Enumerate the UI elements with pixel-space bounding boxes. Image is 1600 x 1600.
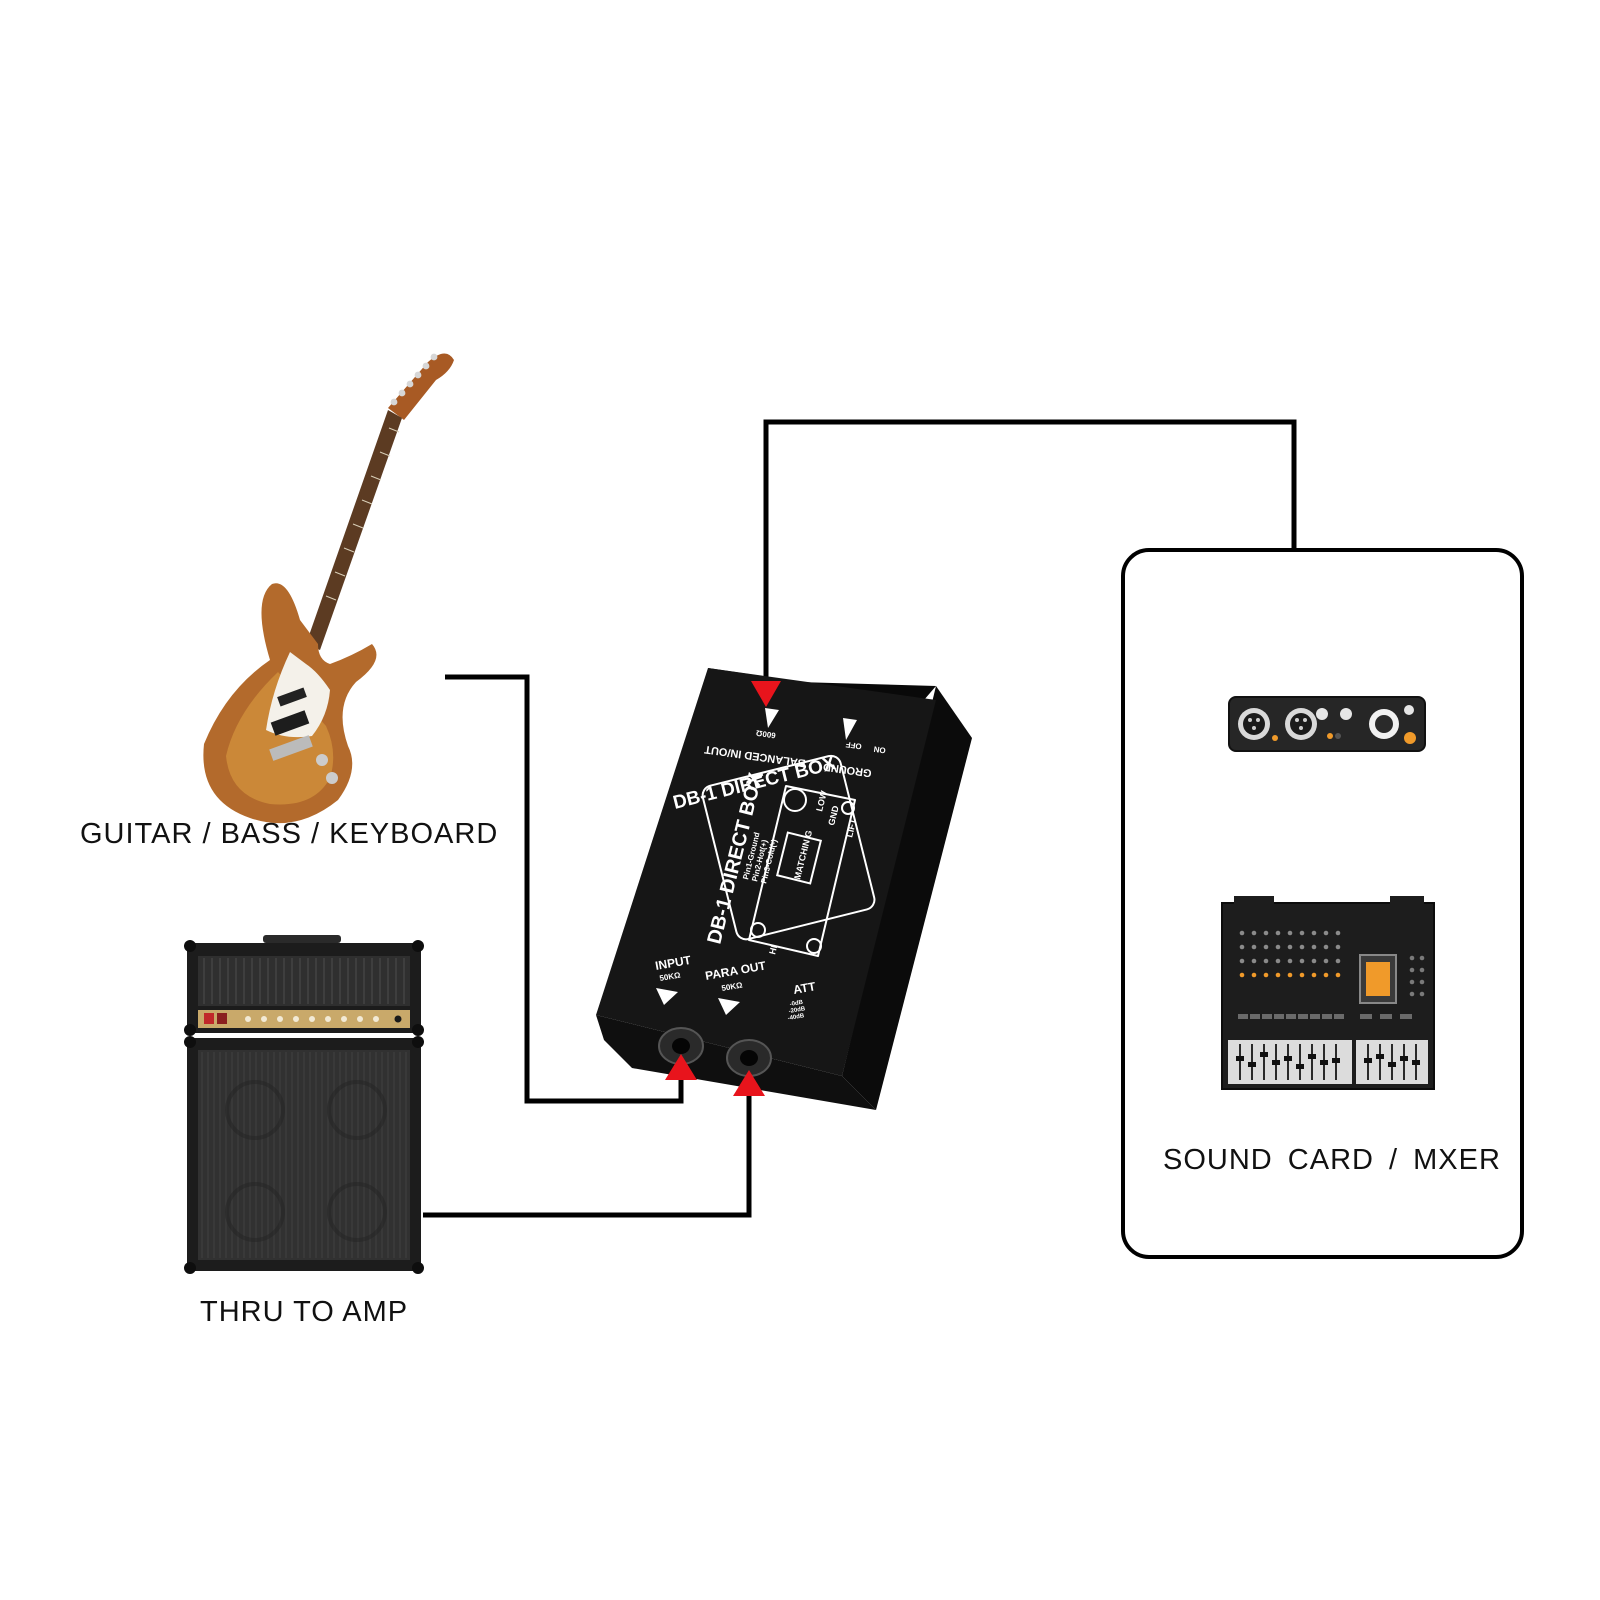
amp-stack-icon [184,935,424,1274]
impedance-out-label: 600Ω [755,728,776,740]
on-label: ON [873,744,886,755]
lift-label: LIFT [844,817,858,838]
off-label: OFF [845,740,862,751]
para-impedance-label: 50KΩ [721,980,744,993]
balanced-out-arrow [751,681,781,707]
amp-control-panel [198,1010,410,1028]
input-impedance-label: 50KΩ [659,970,682,983]
para-out-marker [718,998,740,1015]
att-level-2: -40dB [787,1013,805,1022]
cable-amp-to-para-out [423,1082,752,1218]
signal-arrows [665,681,781,1096]
box-right-wall [842,686,972,1110]
guitar-icon [203,353,454,824]
audio-interface-icon [1228,696,1426,752]
balanced-port-marker [765,708,779,728]
cable-balanced-to-mixer [763,419,1297,698]
att-level-1: -20dB [788,1006,806,1015]
input-arrow [665,1054,697,1080]
mixer-caption: SOUND CARD / MXER [1163,1144,1501,1176]
direct-box-icon: DB-1 DIRECT BOX DB-1 DIRECT BOX MATCHIN … [596,668,972,1110]
cables [423,419,1297,1218]
amp-caption: THRU TO AMP [200,1296,409,1328]
mixing-console-icon [1221,896,1435,1090]
cable-guitar-to-input [445,674,684,1104]
att-label: ATT [792,979,817,997]
input-marker [656,988,678,1005]
input-label: INPUT [654,953,693,973]
att-level-0: -0dB [789,1000,804,1008]
guitar-caption: GUITAR / BASS / KEYBOARD [80,818,499,850]
ground-switch-arrow [843,718,857,740]
hi-label: HI [767,944,779,955]
mixer-frame [1121,548,1524,1259]
gnd-label: GND [826,804,841,826]
para-out-arrow [733,1070,765,1096]
